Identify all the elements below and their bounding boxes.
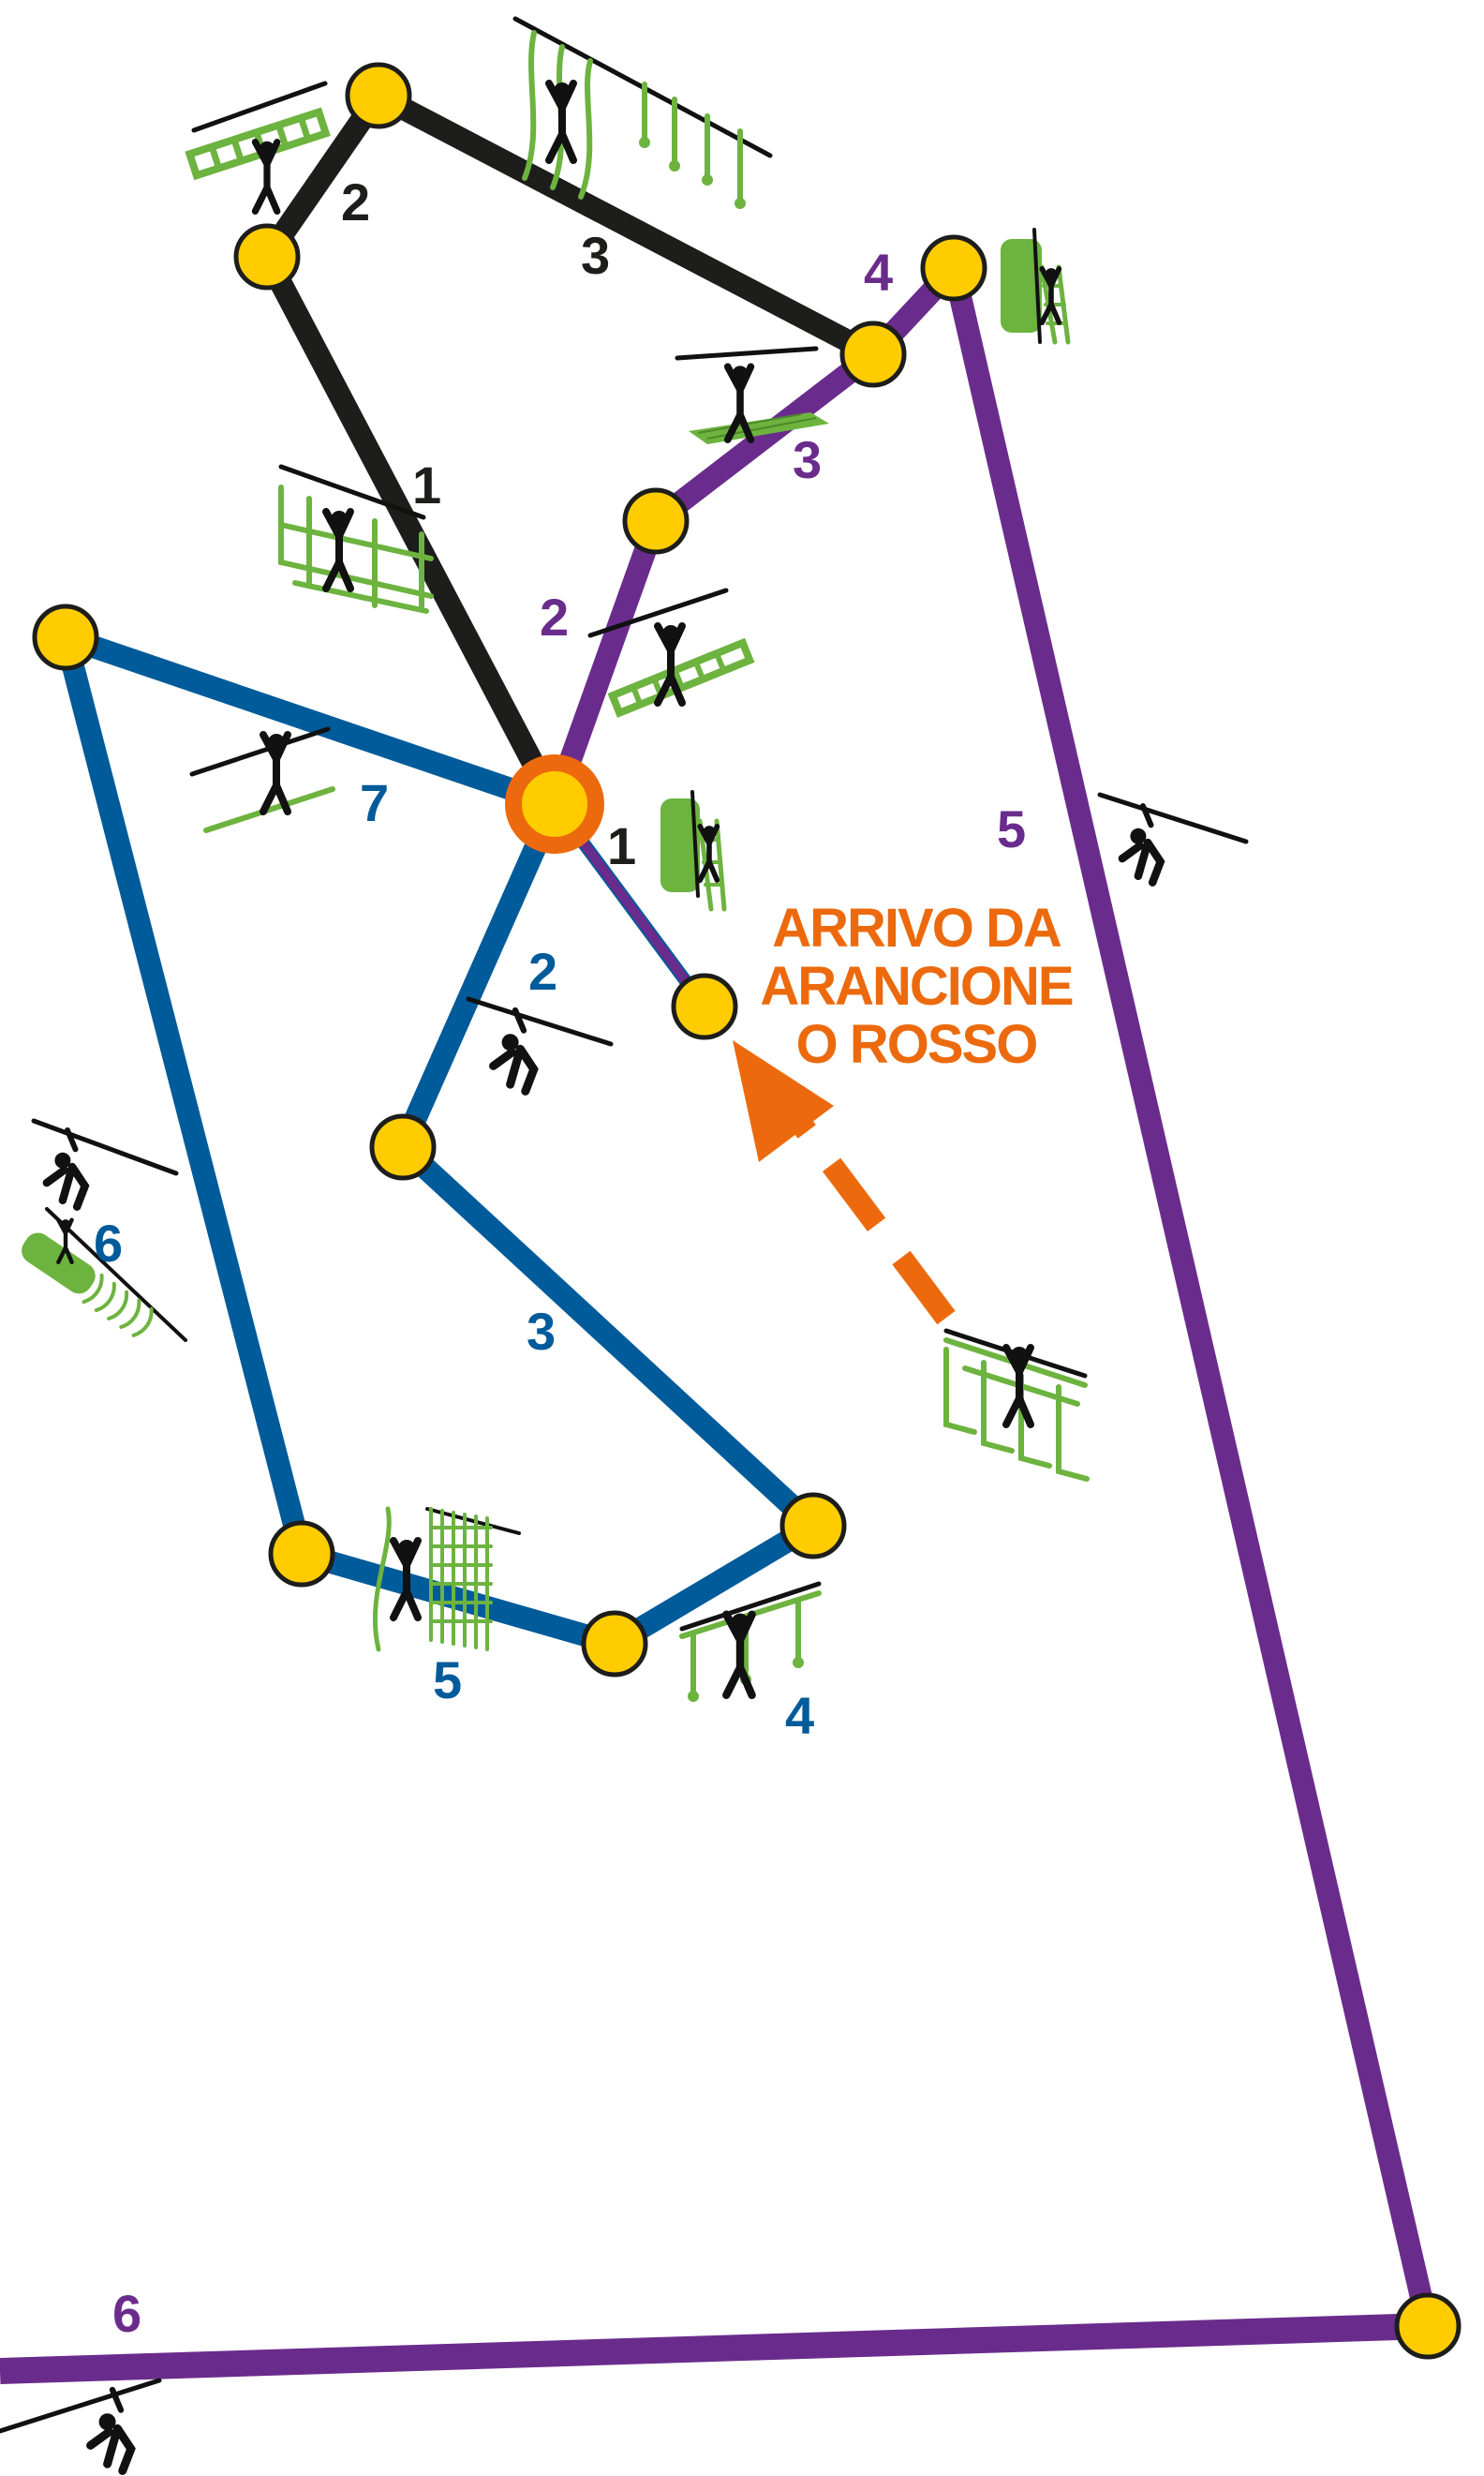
platform-node [32,604,99,671]
blue-segment-6 [54,634,313,1557]
platform-node [839,321,907,388]
purple-label-2: 2 [540,588,569,647]
cargo-net-bridge-icon [278,464,434,614]
arrival-arrow [733,1040,956,1325]
platform-node [920,234,987,302]
purple-segment-3 [648,345,881,530]
blue-segment-7 [62,626,558,815]
zipline-icon [189,726,335,833]
rope-ladder-icon [185,81,331,211]
blue-label-3: 3 [527,1302,556,1361]
zipline-icon [466,996,614,1091]
platform-nodes [32,62,1462,2360]
purple-segment-2 [543,516,667,809]
purple-segment-6 [0,2313,1429,2384]
purple-label-6: 6 [112,2284,141,2343]
platform-node [268,1520,335,1588]
rope-ladder-icon [587,588,755,718]
blue-label-7: 7 [360,773,389,832]
purple-label-3: 3 [793,430,822,489]
suspended-net-icon [675,346,829,444]
blue-label-6: 6 [94,1214,123,1273]
arrival-line-1: ARRIVO DA [772,898,1061,959]
platform-node [622,487,690,555]
purple-segment-5 [942,265,1439,2329]
arrival-note: ARRIVO DA ARANCIONE O ROSSO [760,898,1075,1075]
swing-bridge-icon [943,1328,1090,1482]
segment-labels: 1 2 3 1 2 3 4 5 6 2 3 4 5 6 7 [94,172,1026,2343]
purple-label-5: 5 [997,799,1026,858]
climbing-wall-icon [372,1506,521,1652]
blue-segment-2 [393,799,565,1152]
platform-node [233,223,301,291]
blue-segment-3 [394,1139,822,1534]
platform-node [345,62,412,129]
zipline-icon [1097,792,1249,883]
black-label-1: 1 [412,455,441,515]
blue-segment-4 [608,1515,820,1654]
hanging-rope-bridge-icon [512,16,773,209]
black-segment-1 [257,251,565,810]
blue-segment-5 [298,1543,618,1655]
hanging-rope-bridge-icon [679,1581,822,1702]
purple-label-1: 1 [607,816,636,875]
climbing-barrel-icon [660,790,727,912]
climbing-barrel-icon [1001,228,1071,345]
platform-node [779,1492,847,1559]
arrival-line-3: O ROSSO [796,1014,1037,1075]
zipline-icon [31,1118,179,1207]
black-segment-3 [373,85,879,365]
purple-route [0,260,1439,2384]
zipline-icon [0,2378,162,2470]
arrival-line-2: ARANCIONE [760,956,1073,1017]
tunnel-icon [22,1207,187,1342]
platform-node [581,1610,648,1678]
black-label-3: 3 [581,226,610,285]
platform-node [671,973,738,1040]
purple-label-4: 4 [864,243,893,302]
black-label-2: 2 [341,172,370,231]
blue-label-2: 2 [528,942,557,1001]
blue-label-5: 5 [433,1650,462,1709]
platform-node [1394,2292,1462,2360]
blue-route [54,626,822,1655]
platform-node [369,1113,437,1181]
hub-node [505,754,604,854]
blue-label-4: 4 [785,1686,814,1745]
